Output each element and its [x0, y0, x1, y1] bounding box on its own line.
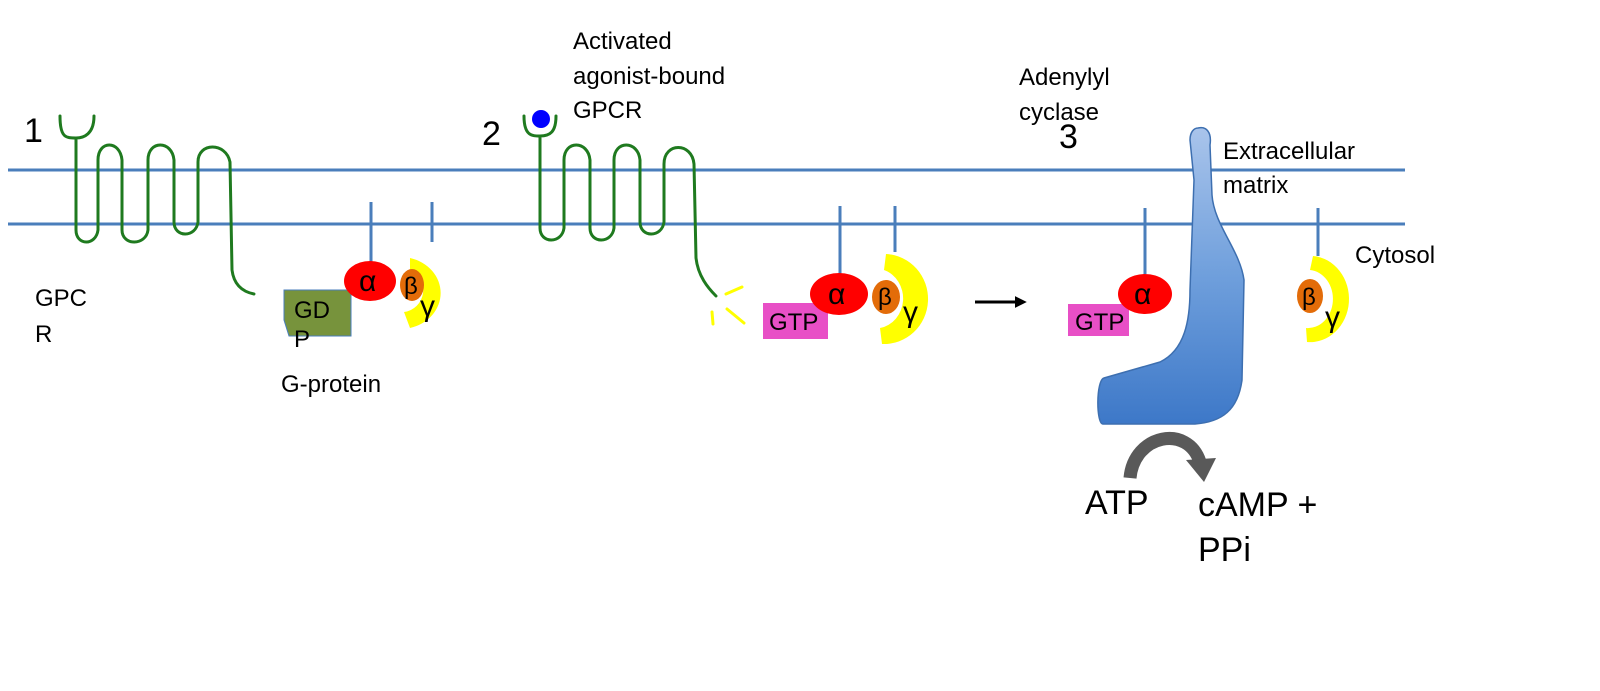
atp-label: ATP — [1085, 484, 1149, 522]
reaction-arrow — [1123, 432, 1207, 480]
alpha-symbol-3: α — [1134, 278, 1151, 311]
step-number-1: 1 — [24, 112, 43, 150]
alpha-subunit-2 — [810, 273, 868, 315]
gdp-box — [283, 289, 352, 337]
activated-label-line1: Activated — [573, 28, 672, 55]
camp-label-line2: PPi — [1198, 531, 1251, 569]
alpha-subunit-1 — [344, 261, 396, 301]
gpcr-receptor-2 — [522, 114, 718, 298]
adenylyl-cyclase — [1097, 126, 1245, 425]
beta-symbol-2: β — [878, 284, 892, 311]
gamma-symbol-3: γ — [1325, 301, 1340, 334]
g-protein-label: G-protein — [281, 371, 381, 398]
activated-label-line3: GPCR — [573, 97, 642, 124]
beta-subunit-3 — [1297, 279, 1323, 313]
extracellular-label-line2: matrix — [1223, 172, 1288, 199]
gtp-box-2 — [1068, 304, 1129, 336]
gdp-label-line1: GD — [294, 297, 330, 324]
extracellular-label-line1: Extracellular — [1223, 138, 1355, 165]
alpha-subunit-3 — [1118, 274, 1172, 314]
adenylyl-label-line1: Adenylyl — [1019, 64, 1110, 91]
agonist-ligand — [532, 110, 550, 128]
gamma-subunit-3 — [1306, 256, 1350, 343]
step-number-2: 2 — [482, 115, 501, 153]
activation-spark — [710, 285, 746, 326]
reaction-arrowhead — [1186, 458, 1216, 482]
gdp-label-line2: P — [294, 326, 310, 353]
gamma-subunit-1 — [404, 258, 441, 328]
activated-label-line2: agonist-bound — [573, 63, 725, 90]
step-number-3: 3 — [1059, 118, 1078, 156]
gpcr-receptor-1 — [58, 114, 256, 296]
camp-label-line1: cAMP + — [1198, 486, 1317, 524]
gpcr-label-line1: GPC — [35, 285, 87, 312]
gtp-box-1 — [763, 303, 828, 339]
gamma-symbol-2: γ — [903, 296, 918, 329]
alpha-symbol-1: α — [359, 265, 376, 298]
gtp-label-2: GTP — [1075, 309, 1124, 336]
lipid-anchors — [369, 202, 1320, 276]
alpha-symbol-2: α — [828, 278, 845, 311]
beta-symbol-3: β — [1302, 284, 1316, 311]
gpcr-label-line2: R — [35, 321, 52, 348]
cytosol-label: Cytosol — [1355, 242, 1435, 269]
beta-subunit-1 — [400, 269, 424, 301]
adenylyl-label-line2: cyclase — [1019, 99, 1099, 126]
beta-subunit-2 — [872, 280, 900, 314]
gtp-label-1: GTP — [769, 309, 818, 336]
gamma-subunit-2 — [880, 254, 929, 345]
gamma-symbol-1: γ — [420, 290, 435, 323]
beta-symbol-1: β — [404, 273, 418, 300]
